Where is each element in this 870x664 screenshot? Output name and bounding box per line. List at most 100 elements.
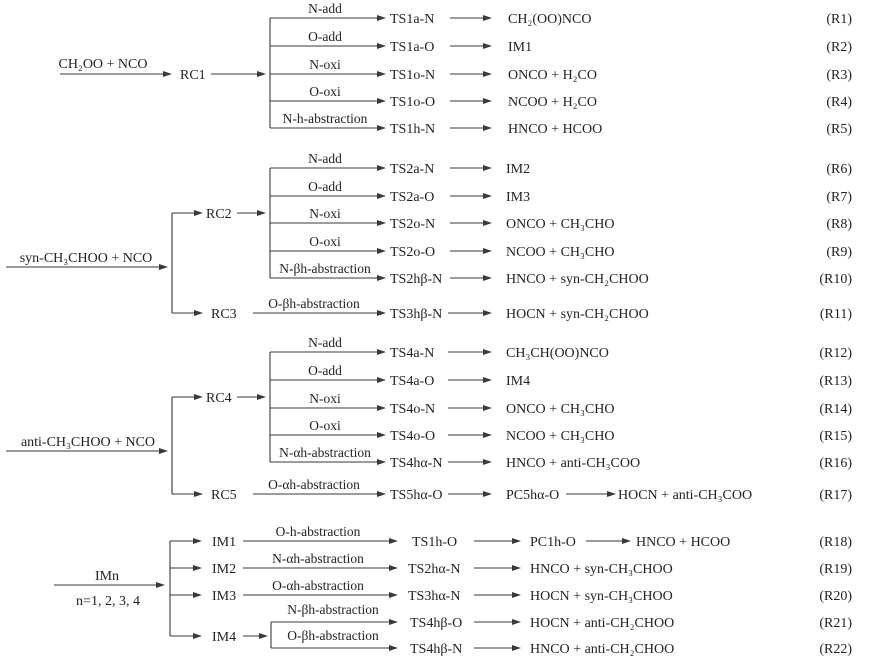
arrow-head-icon [377,193,386,199]
arrow-head-icon [377,15,386,21]
arrow-head-icon [483,432,492,438]
arrow-head-icon [193,633,202,639]
arrow-head-icon [377,459,386,465]
channel-label: O-add [308,179,342,194]
transition-state-label: TS1a-N [390,12,434,27]
arrow-head-icon [389,565,398,571]
arrow-head-icon [622,538,631,544]
transition-state-label: TS4o-O [390,429,435,444]
channel-label: O-oxi [309,234,341,249]
reaction-number: (R20) [819,589,852,604]
channel-label: O-add [308,363,342,378]
arrow-head-icon [257,210,266,216]
reaction-number: (R13) [819,374,852,389]
channel-label: N-add [308,1,342,16]
channel-label: O-h-abstraction [276,524,361,539]
arrow-head-icon [483,165,492,171]
transition-state-label: TS4a-N [390,346,434,361]
product-label: IM4 [506,374,530,389]
arrow-head-icon [377,43,386,49]
arrow-head-icon [483,43,492,49]
reactants-label: CH₂OO + NCO [58,57,147,72]
reaction-number: (R4) [826,95,852,110]
arrow-head-icon [193,538,202,544]
product-label: HNCO + syn-CH₃CHOO [530,562,673,577]
transition-state-label: TS2a-N [390,162,434,177]
transition-state-label: TS2hβ-N [390,272,442,287]
reaction-number: (R3) [826,68,852,83]
complex-label: RC2 [206,207,232,222]
arrow-head-icon [377,377,386,383]
arrow-head-icon [377,125,386,131]
arrow-head-icon [194,394,203,400]
reaction-number: (R15) [819,429,852,444]
reactants-label: syn-CH₃CHOO + NCO [20,251,153,266]
channel-label: O-αh-abstraction [268,477,360,492]
arrow-head-icon [483,15,492,21]
arrow-head-icon [377,432,386,438]
complex-label: IM3 [212,589,236,604]
arrow-head-icon [377,71,386,77]
arrow-head-icon [483,405,492,411]
complex-label: RC5 [211,488,237,503]
reaction-number: (R2) [826,40,852,55]
product-label: ONCO + CH₃CHO [506,217,614,232]
channel-label: O-oxi [309,84,341,99]
arrow-head-icon [607,491,616,497]
channel-label: N-add [308,335,342,350]
transition-state-label: TS2a-O [390,190,434,205]
reaction-number: (R1) [826,12,852,27]
arrow-head-icon [483,377,492,383]
reaction-number: (R5) [826,122,852,137]
arrow-head-icon [377,98,386,104]
channel-label: N-h-abstraction [283,111,368,126]
channel-label: O-βh-abstraction [287,628,379,643]
arrow-head-icon [257,71,266,77]
transition-state-label: TS1o-O [390,95,435,110]
arrow-head-icon [194,310,203,316]
channel-label: O-oxi [309,418,341,433]
channel-label: N-oxi [309,57,341,72]
reaction-number: (R22) [819,642,852,657]
reaction-number: (R9) [826,245,852,260]
product-label: CH₂(OO)NCO [508,12,591,27]
reaction-number: (R7) [826,190,852,205]
product-label: HNCO + anti-CH₂CHOO [530,642,674,657]
arrow-head-icon [259,633,268,639]
transition-state-label: TS3hβ-N [390,307,442,322]
arrow-head-icon [512,538,521,544]
reaction-number: (R6) [826,162,852,177]
reactants-label: anti-CH₃CHOO + NCO [21,435,155,450]
product-label: HNCO + syn-CH₂CHOO [506,272,649,287]
arrow-head-icon [159,448,168,454]
reaction-number: (R21) [819,616,852,631]
complex-label: RC3 [211,307,237,322]
arrow-head-icon [377,349,386,355]
arrow-head-icon [483,98,492,104]
transition-state-label: TS2o-N [390,217,435,232]
arrow-head-icon [194,210,203,216]
product-label: IM3 [506,190,530,205]
arrow-head-icon [389,645,398,651]
channel-label: N-βh-abstraction [279,261,371,276]
arrow-head-icon [483,125,492,131]
arrow-head-icon [377,491,386,497]
channel-label: N-βh-abstraction [287,602,379,617]
transition-state-label: TS3hα-N [408,589,460,604]
intermediate-product-label: PC5hα-O [506,488,559,503]
arrow-head-icon [512,592,521,598]
product-label: HNCO + HCOO [508,122,602,137]
channel-label: N-αh-abstraction [279,445,371,460]
arrow-head-icon [483,248,492,254]
arrow-head-icon [156,582,165,588]
channel-label: N-oxi [309,206,341,221]
product-label: ONCO + H₂CO [508,68,597,83]
arrow-head-icon [377,248,386,254]
arrow-head-icon [377,165,386,171]
arrow-head-icon [512,565,521,571]
product-label: NCOO + CH₃CHO [506,245,614,260]
transition-state-label: TS4hβ-N [410,642,462,657]
product-label: HNCO + anti-CH₃COO [506,456,640,471]
complex-label: IM4 [212,630,236,645]
